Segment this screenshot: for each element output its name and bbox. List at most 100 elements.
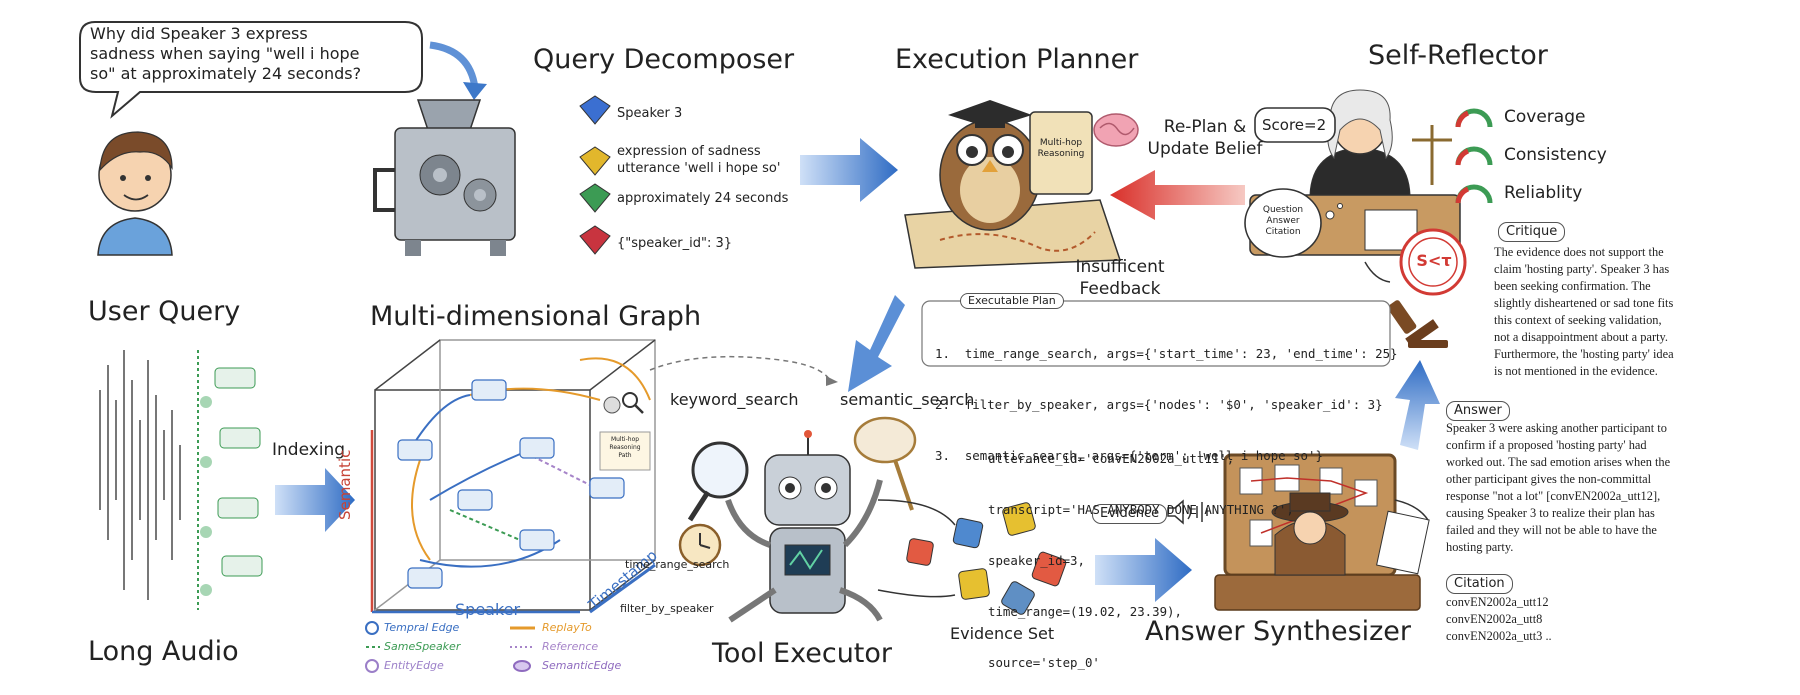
indexing-label: Indexing <box>272 440 346 460</box>
metric-reliability: Reliablity <box>1504 183 1583 203</box>
query-decomposer-title: Query Decomposer <box>533 44 795 75</box>
robot-icon <box>725 430 883 623</box>
graph-nodes <box>397 379 625 589</box>
evidence-record: utterance_id='convEN2002a_utt11', transc… <box>988 416 1294 688</box>
plan-step: 1. time_range_search, args={'start_time'… <box>935 346 1398 361</box>
critique-line: is not mentioned in the evidence. <box>1494 364 1658 378</box>
bubble-line: Citation <box>1265 227 1301 237</box>
critique-line: Furthermore, the 'hosting party' idea <box>1494 347 1674 361</box>
user-question: Why did Speaker 3 express sadness when s… <box>90 24 361 84</box>
thought-bubble <box>1244 188 1343 258</box>
answer-synthesizer-title: Answer Synthesizer <box>1145 616 1412 647</box>
answer-line: other participant gives the non-committa… <box>1446 472 1652 486</box>
card-line: Path <box>618 452 632 459</box>
magnifier-icon <box>687 441 749 522</box>
puzzle-pieces <box>906 502 1067 615</box>
scroll-line: Reasoning <box>1037 149 1085 159</box>
speech-bubble <box>79 21 423 119</box>
answer-tag: Answer <box>1446 401 1510 421</box>
gauge-icons <box>1455 108 1493 204</box>
insufficient-feedback-label: Insufficent Feedback <box>1060 256 1180 300</box>
critique-text: The evidence does not support the claim … <box>1494 244 1674 380</box>
critique-line: slightly disheartened or sad tone fits <box>1494 296 1674 310</box>
grinder-machine-icon <box>373 99 516 256</box>
gem-icons <box>579 95 611 255</box>
legend-semantic-edge: SemanticEdge <box>542 659 622 672</box>
speaker-clips <box>200 367 263 596</box>
critique-tag: Critique <box>1498 222 1566 242</box>
question-line: so" at approximately 24 seconds? <box>90 64 362 83</box>
decomposer-line: expression of sadness <box>617 144 761 159</box>
evidence-line: transcript='HAS ANYBODY DONE ANYTHING ?'… <box>988 502 1294 517</box>
long-audio-label: Long Audio <box>88 636 239 667</box>
answer-line: worked out. The sad emotion arises when … <box>1446 455 1671 469</box>
plan-box <box>921 300 1391 367</box>
critique-line: claim 'hosting party'. Speaker 3 has <box>1494 262 1670 276</box>
semantic-search-label: semantic_search <box>840 390 975 409</box>
execution-planner-title: Execution Planner <box>895 44 1139 75</box>
axis-speaker-label: Speaker <box>455 600 521 619</box>
answer-line: hosting party. <box>1446 540 1514 554</box>
answer-line: causing Speaker 3 to realize their plan … <box>1446 506 1655 520</box>
evidence-set-label: Evidence Set <box>950 624 1055 643</box>
metric-coverage: Coverage <box>1504 107 1586 127</box>
reject-stamp-icon <box>1399 228 1467 296</box>
replan-line: Re-Plan & <box>1163 117 1247 137</box>
tool-executor-title: Tool Executor <box>712 638 893 669</box>
card-line: Multi-hop <box>610 436 640 443</box>
insufficient-line: Feedback <box>1079 279 1161 299</box>
card-line: Reasoning <box>609 444 641 451</box>
replan-line: Update Belief <box>1147 139 1263 159</box>
answer-line: failed and they will not be able to have… <box>1446 523 1657 537</box>
net-icon <box>853 416 917 511</box>
evidence-line: time_range=(19.02, 23.39), <box>988 604 1182 619</box>
user-avatar <box>97 131 173 256</box>
critique-line: this context of seeking validation, <box>1494 313 1662 327</box>
plan-step: 3. semantic_search, args={'term': 'well … <box>935 448 1323 463</box>
reasoning-card-text: Multi-hop Reasoning Path <box>600 436 650 460</box>
critique-line: not a disappointment about a party. <box>1494 330 1669 344</box>
legend-symbols <box>365 621 535 673</box>
audio-speaker-icon <box>1167 499 1208 525</box>
score-bubble <box>1254 107 1336 143</box>
decomposer-item-json: {"speaker_id": 3} <box>617 236 733 251</box>
decomposer-item-time: approximately 24 seconds <box>617 191 789 206</box>
bubble-line: Question <box>1262 205 1304 215</box>
brain-icon <box>1093 113 1139 147</box>
evidence-tag: Evidence <box>1092 504 1168 524</box>
critique-line: The evidence does not support the <box>1494 245 1664 259</box>
citation-item: convEN2002a_utt3 .. <box>1446 629 1552 643</box>
legend-same-speaker: SameSpeaker <box>384 640 461 653</box>
question-line: sadness when saying "well i hope <box>90 44 360 63</box>
answer-text: Speaker 3 were asking another participan… <box>1446 420 1670 556</box>
plan-list: 1. time_range_search, args={'start_time'… <box>935 311 1398 481</box>
audio-waveform <box>99 350 181 600</box>
evidence-line: speaker_id=3, <box>988 553 1085 568</box>
evidence-line: source='step_0' <box>988 655 1100 670</box>
citation-tag: Citation <box>1446 574 1513 594</box>
user-query-label: User Query <box>88 296 241 327</box>
filter-by-speaker-label: filter_by_speaker <box>620 602 714 615</box>
citation-item: convEN2002a_utt12 <box>1446 595 1549 609</box>
owl-planner-icon <box>904 100 1122 269</box>
legend-entity-edge: EntityEdge <box>384 659 444 672</box>
executable-plan-tag: Executable Plan <box>960 293 1064 309</box>
citation-item: convEN2002a_utt8 <box>1446 612 1543 626</box>
keyword-search-label: keyword_search <box>670 390 799 409</box>
reasoning-path-card <box>599 431 651 471</box>
decomposer-item-speaker: Speaker 3 <box>617 106 683 121</box>
answer-line: response "not a lot" [convEN2002a_utt12]… <box>1446 489 1661 503</box>
evidence-line: utterance_id='convEN2002a_utt11', <box>988 451 1235 466</box>
answer-line: Speaker 3 were asking another participan… <box>1446 421 1667 435</box>
critique-line: been seeking confirmation. The <box>1494 279 1651 293</box>
detective-board-icon <box>1214 453 1421 611</box>
metric-consistency: Consistency <box>1504 145 1607 165</box>
answer-line: confirm if a proposed 'hosting party' ha… <box>1446 438 1647 452</box>
bubble-line: Answer <box>1266 216 1300 226</box>
self-reflector-title: Self-Reflector <box>1368 40 1548 71</box>
axis-semantic-label: Semantic <box>336 449 354 520</box>
legend-temporal-edge: Tempral Edge <box>384 621 460 634</box>
graph-title: Multi-dimensional Graph <box>370 301 702 332</box>
